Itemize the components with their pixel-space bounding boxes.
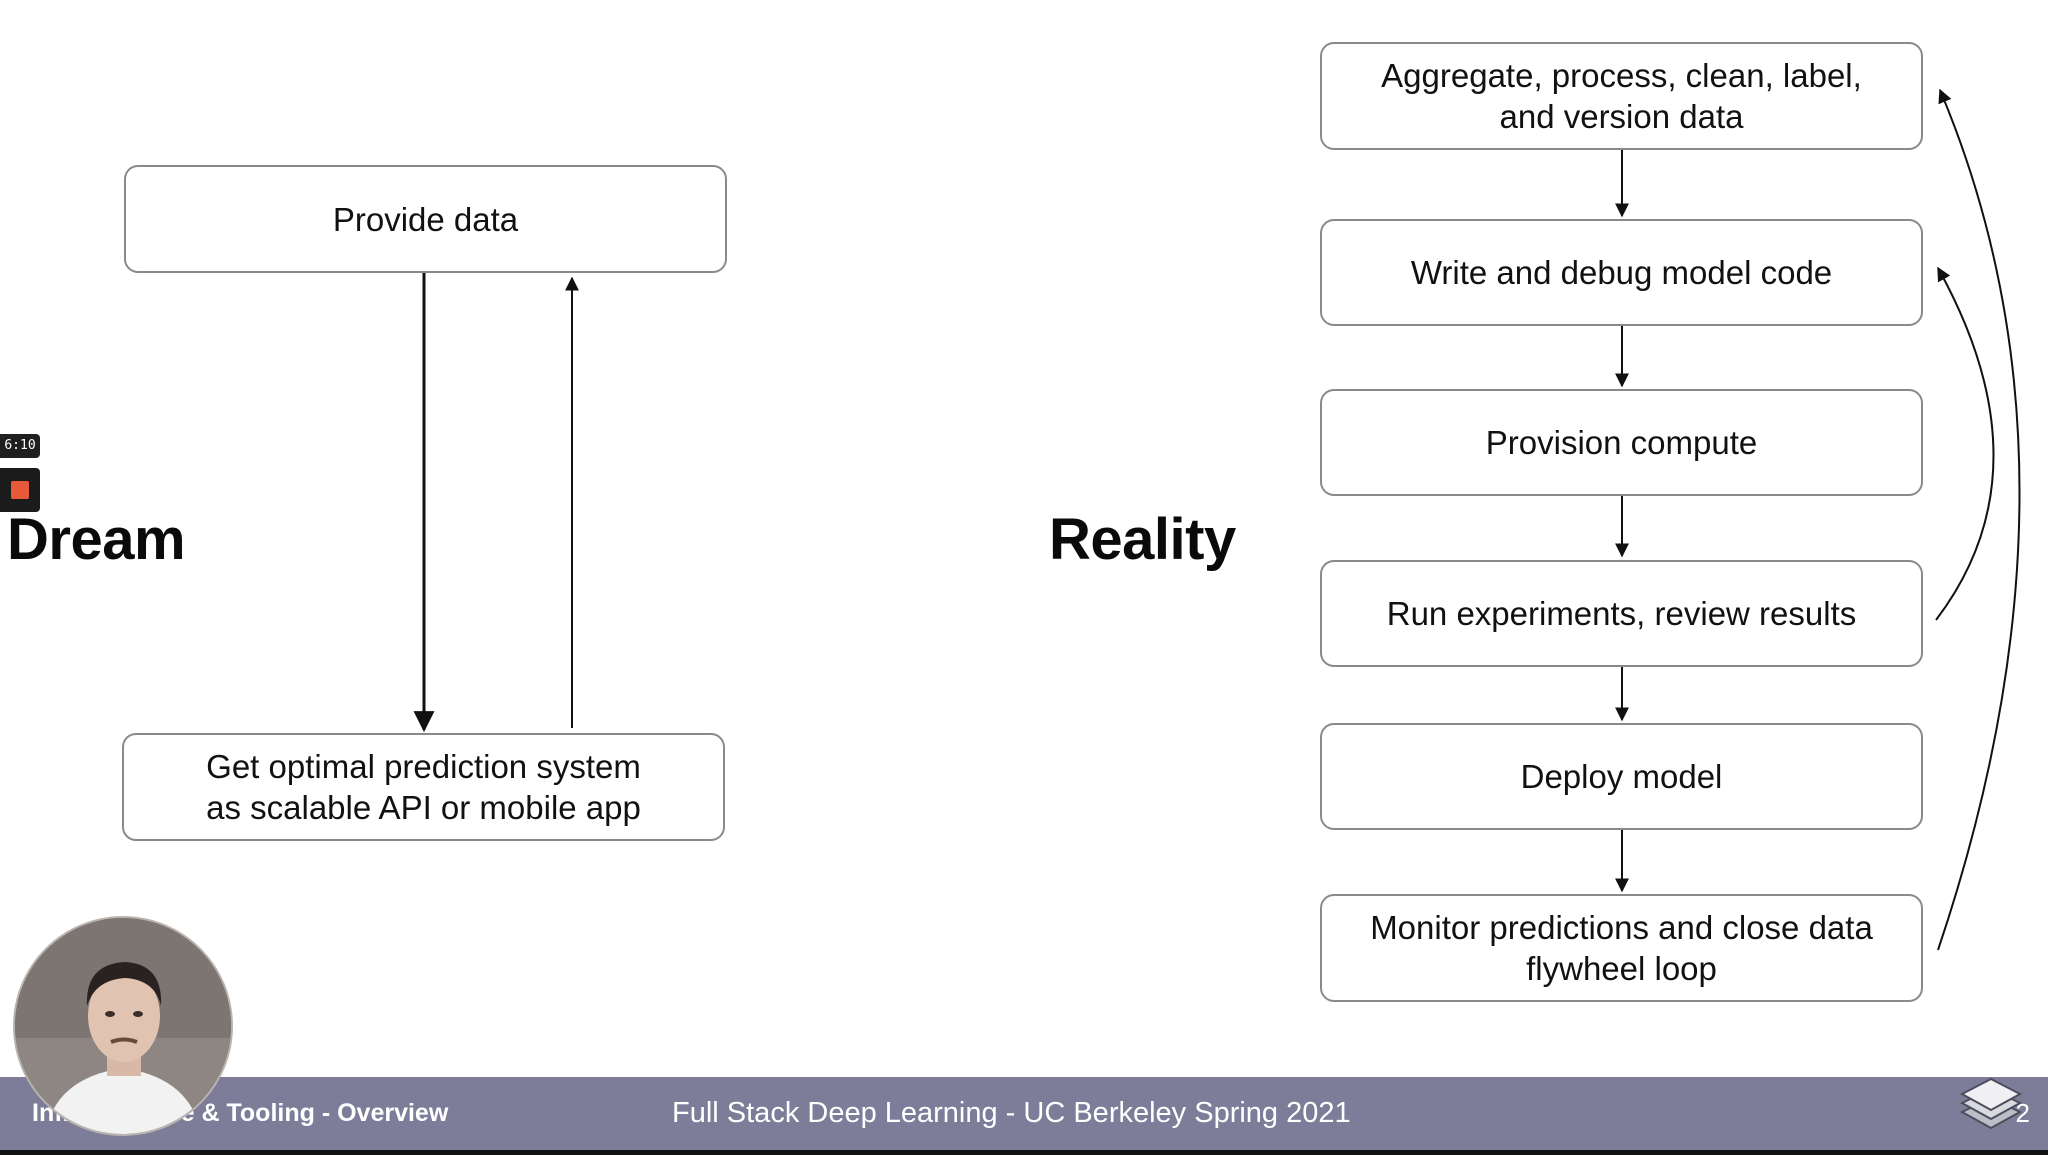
feedback-curve-experiments bbox=[1935, 266, 1995, 621]
reality-box-run-experiments: Run experiments, review results bbox=[1320, 560, 1923, 667]
reality-box-deploy-model: Deploy model bbox=[1320, 723, 1923, 830]
record-stop-button[interactable] bbox=[0, 468, 40, 512]
layers-icon bbox=[1959, 1077, 2023, 1130]
reality-box-write-code: Write and debug model code bbox=[1320, 219, 1923, 326]
dream-box-provide-data: Provide data bbox=[124, 165, 727, 273]
footer-course-title: Full Stack Deep Learning - UC Berkeley S… bbox=[672, 1097, 1351, 1129]
reality-box-monitor-predictions: Monitor predictions and close data flywh… bbox=[1320, 894, 1923, 1002]
presenter-avatar bbox=[15, 918, 231, 1134]
reality-box-provision-compute: Provision compute bbox=[1320, 389, 1923, 496]
presenter-webcam bbox=[15, 918, 231, 1134]
dream-heading: Dream bbox=[7, 507, 186, 572]
recording-timer: 6:10 bbox=[0, 434, 40, 458]
dream-box-prediction-system: Get optimal prediction system as scalabl… bbox=[122, 733, 725, 841]
record-stop-icon bbox=[11, 481, 29, 499]
slide-footer: Infrastructure & Tooling - Overview Full… bbox=[0, 1077, 2048, 1150]
reality-box-aggregate-data: Aggregate, process, clean, label, and ve… bbox=[1320, 42, 1923, 150]
bottom-edge-strip bbox=[0, 1150, 2048, 1155]
feedback-curve-monitor bbox=[1937, 88, 2021, 951]
slide-page-number: 2 bbox=[2015, 1098, 2030, 1128]
reality-heading: Reality bbox=[1049, 507, 1236, 572]
